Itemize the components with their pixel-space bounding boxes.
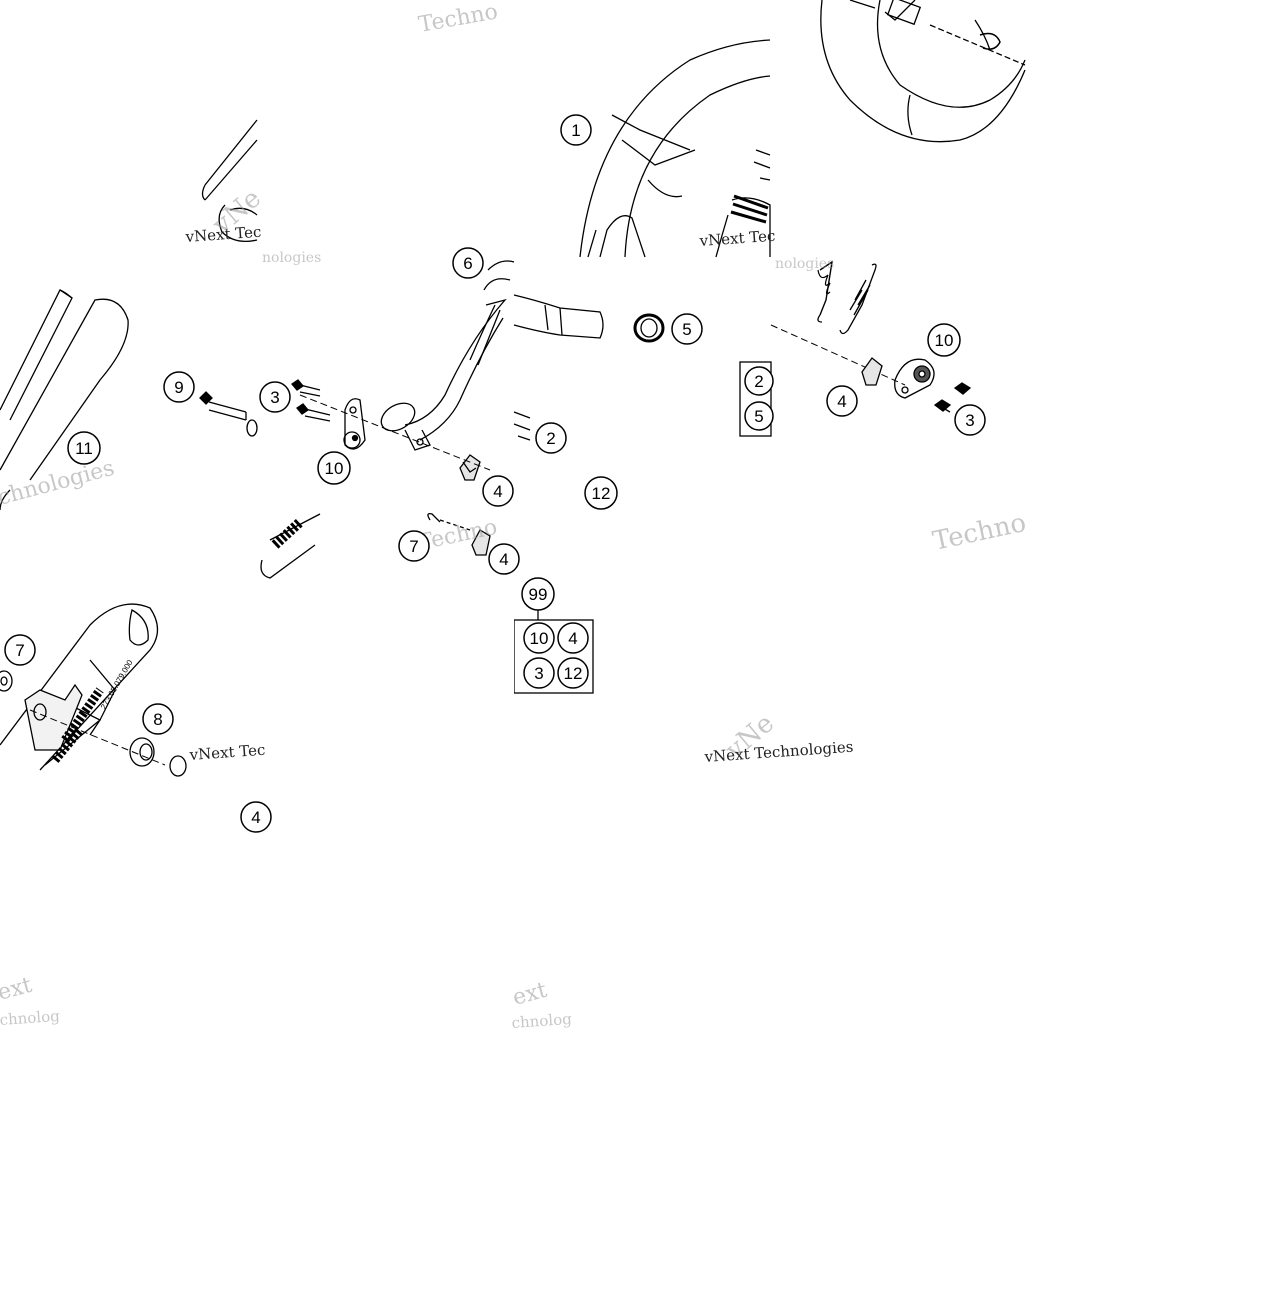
svg-text:12: 12 <box>592 484 611 503</box>
callout-7[interactable]: 7 <box>398 530 430 562</box>
kit-99-item[interactable]: 10 <box>523 622 555 654</box>
svg-text:10: 10 <box>325 459 344 478</box>
callout-7[interactable]: 7 <box>4 634 36 666</box>
callout-10[interactable]: 10 <box>927 323 961 357</box>
axis-line-lower-left <box>29 709 166 766</box>
callout-2[interactable]: 2 <box>535 422 567 454</box>
watermark-text: vNext Tec <box>698 227 776 250</box>
svg-text:2: 2 <box>546 429 555 448</box>
watermark-text: nologies <box>775 256 834 272</box>
svg-text:4: 4 <box>837 392 846 411</box>
callout-6[interactable]: 6 <box>452 247 484 279</box>
callout-12[interactable]: 12 <box>584 476 618 510</box>
svg-text:8: 8 <box>153 710 162 729</box>
svg-text:4: 4 <box>568 629 577 648</box>
svg-text:3: 3 <box>270 388 279 407</box>
kit-box-right <box>739 361 772 437</box>
clip-nut-4-right <box>861 357 883 386</box>
callout-99[interactable]: 99 <box>521 577 555 611</box>
svg-text:10: 10 <box>530 629 549 648</box>
muffler-cylinder <box>0 289 129 511</box>
grommet-8 <box>129 737 187 777</box>
kit-99-item[interactable]: 4 <box>557 622 589 654</box>
callout-4[interactable]: 4 <box>826 385 858 417</box>
svg-text:6: 6 <box>463 254 472 273</box>
svg-text:7: 7 <box>409 537 418 556</box>
svg-text:7: 7 <box>15 641 24 660</box>
axis-line-right <box>770 324 906 386</box>
exhaust-pipe-body <box>579 39 771 258</box>
muffler-tail <box>260 513 321 579</box>
watermark-text: nologies <box>262 250 321 266</box>
svg-text:3: 3 <box>965 411 974 430</box>
svg-text:4: 4 <box>493 482 502 501</box>
spring-end-lower <box>427 512 471 531</box>
svg-text:12: 12 <box>564 664 583 683</box>
svg-text:4: 4 <box>251 808 260 827</box>
svg-text:5: 5 <box>754 407 763 426</box>
pipe-flange-fitting <box>715 194 771 258</box>
header-pipe <box>380 260 515 451</box>
watermark-text: chnolog <box>0 1007 61 1029</box>
o-ring-5 <box>633 313 665 343</box>
axis-line-center <box>299 394 491 471</box>
callout-5[interactable]: 5 <box>671 313 703 345</box>
bolts-3-center <box>291 379 331 422</box>
muffler-label-stripes <box>51 687 104 763</box>
svg-text:5: 5 <box>682 320 691 339</box>
bolt-9 <box>199 391 258 437</box>
bolts-3-right <box>933 382 972 413</box>
pipe-outlet <box>513 294 604 339</box>
springs-2 <box>817 260 877 335</box>
clip-nut-4-center <box>459 454 481 481</box>
callout-4[interactable]: 4 <box>482 475 514 507</box>
watermark-text: vNext Tec <box>188 741 266 764</box>
svg-text:3: 3 <box>534 664 543 683</box>
svg-text:9: 9 <box>174 378 183 397</box>
callout-4[interactable]: 4 <box>488 543 520 575</box>
svg-text:10: 10 <box>935 331 954 350</box>
callout-4[interactable]: 4 <box>240 801 272 833</box>
kit-box-right-item[interactable]: 2 <box>744 366 774 396</box>
bracket-10-right <box>894 358 935 399</box>
bracket-10-center <box>343 398 366 450</box>
grommet-7-left <box>0 670 13 692</box>
svg-text:99: 99 <box>529 585 548 604</box>
expansion-chamber-curve <box>820 0 1026 143</box>
svg-text:11: 11 <box>75 439 93 458</box>
callout-1[interactable]: 1 <box>560 114 592 146</box>
svg-text:2: 2 <box>754 372 763 391</box>
svg-text:1: 1 <box>571 121 580 140</box>
callout-9[interactable]: 9 <box>163 371 195 403</box>
callout-3[interactable]: 3 <box>259 381 291 413</box>
spring-2-lower <box>513 411 531 441</box>
watermark-text: chnolog <box>511 1010 573 1032</box>
muffler-end-fragment <box>201 119 258 243</box>
watermark-text: vNext Tec <box>184 223 262 246</box>
callout-3[interactable]: 3 <box>954 404 986 436</box>
muffler-body <box>0 603 159 771</box>
svg-text:4: 4 <box>499 550 508 569</box>
callout-10[interactable]: 10 <box>317 451 351 485</box>
callout-11[interactable]: 11 <box>67 431 101 465</box>
kit-99-item[interactable]: 12 <box>557 657 589 689</box>
clip-nut-4-lower <box>471 529 491 556</box>
kit-box-right-item[interactable]: 5 <box>744 401 774 431</box>
callout-8[interactable]: 8 <box>142 703 174 735</box>
kit-99-item[interactable]: 3 <box>523 657 555 689</box>
